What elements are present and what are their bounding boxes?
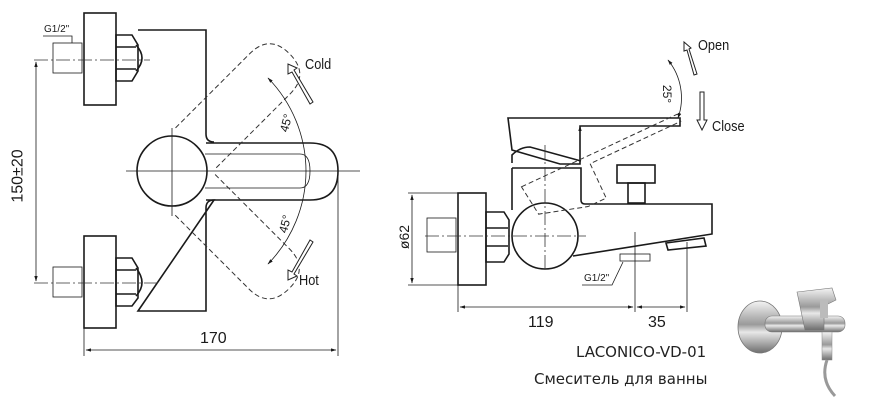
open-label: Open [698, 37, 730, 54]
product-description: Смеситель для ванны [534, 370, 708, 388]
side-handle-open-position [520, 113, 682, 215]
close-label: Close [712, 118, 745, 135]
mixer-body [136, 29, 216, 312]
spout-body [512, 167, 713, 257]
model-name: LACONICO-VD-01 [576, 343, 707, 361]
close-arrow-icon [696, 91, 708, 132]
front-view [34, 12, 360, 356]
open-arrow-icon [683, 40, 698, 76]
product-photo [737, 287, 846, 398]
handle-lever [206, 142, 339, 201]
diameter-dimension-label: ø62 [396, 224, 413, 250]
bottom-flange [83, 235, 117, 329]
side-thread [426, 217, 457, 253]
cold-arrow-icon [287, 63, 314, 105]
side-flange [457, 192, 487, 286]
cold-label: Cold [305, 56, 332, 73]
depth-dimension-label: 119 [528, 314, 554, 331]
hot-arrow-icon [287, 239, 314, 281]
spout-dimension-label: 35 [648, 314, 666, 331]
bottom-thread [52, 266, 83, 298]
side-nut [485, 211, 510, 263]
lever-cold-position [175, 43, 301, 169]
diverter-knob [616, 164, 656, 184]
height-dimension-label: 150±20 [9, 149, 27, 203]
lever-hot-position [174, 174, 300, 300]
aerator [664, 237, 707, 251]
top-nut [115, 34, 139, 82]
bottom-nut [115, 257, 139, 307]
outlet-thread-label: G1/2" [584, 273, 610, 284]
side-view [408, 40, 713, 312]
top-thread [52, 42, 83, 74]
lever-angle-arc [667, 59, 682, 119]
top-thread-label: G1/2" [44, 24, 70, 35]
width-dimension-label: 170 [200, 330, 227, 347]
hot-label: Hot [299, 272, 319, 289]
angle-arc [267, 77, 307, 265]
top-flange [83, 12, 117, 106]
lever-angle-label: 25° [660, 84, 675, 104]
